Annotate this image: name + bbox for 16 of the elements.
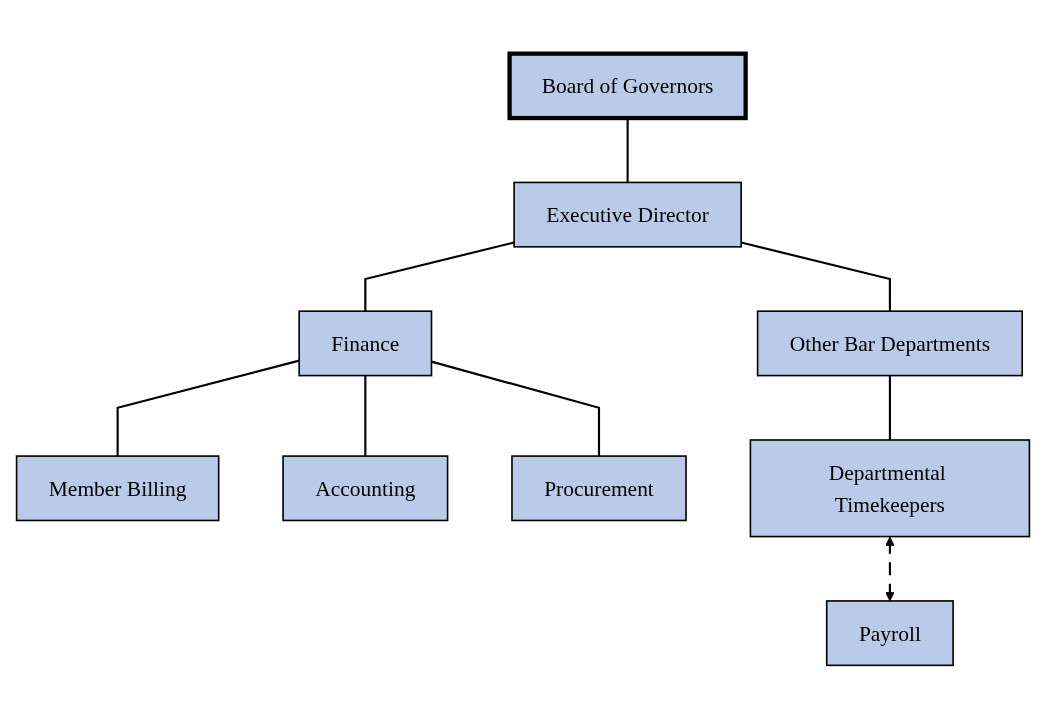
connector	[364, 375, 367, 457]
node-box: Finance	[298, 310, 433, 377]
node-box: Procurement	[511, 455, 687, 522]
connector	[364, 241, 515, 312]
node-box: Member Billing	[15, 455, 220, 522]
connector	[888, 375, 891, 440]
connector	[740, 241, 891, 312]
node-box: Accounting	[282, 455, 449, 522]
node-box: Other Bar Departments	[756, 310, 1024, 377]
connector	[116, 359, 300, 457]
node-box: Board of Governors	[507, 51, 748, 121]
connector	[431, 360, 601, 457]
node-box: Departmental Timekeepers	[749, 439, 1031, 538]
node-box: Payroll	[825, 600, 954, 667]
arrow	[885, 536, 895, 602]
node-box: Executive Director	[513, 181, 742, 248]
